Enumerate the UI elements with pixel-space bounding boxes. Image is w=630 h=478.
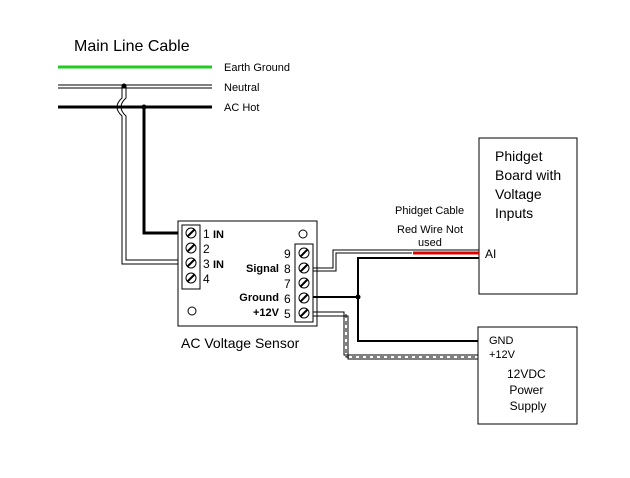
phidget-line-2: Board with [495,167,561,183]
right-pin-7-number: 7 [284,277,291,291]
left-pin-3-number: 3 [203,257,210,271]
in-label-top: IN [213,229,224,241]
right-pin-6-screw-slot [299,293,309,303]
right-pin-5-number: 5 [284,307,291,321]
right-pin-9-number: 9 [284,247,291,261]
supply-line-3: Supply [510,399,547,413]
supply-line-1: 12VDC [507,367,546,381]
phidget-board [478,137,578,295]
right-pin-8-screw-slot [299,263,309,273]
right-pin-8-number: 8 [284,262,291,276]
ac-hot-label: AC Hot [224,102,259,114]
supply-gnd-label: GND [489,335,514,347]
left-pin-4-screw-slot [186,273,196,283]
plus12v-label: +12V [253,307,280,319]
signal-label: Signal [246,263,279,275]
right-pin-6-number: 6 [284,292,291,306]
left-pin-4-number: 4 [203,272,210,286]
phidget-cable-label: Phidget Cable [395,205,464,217]
supply-plus12v-label: +12V [489,349,516,361]
phidget-board-text: Phidget Board with Voltage Inputs [495,148,565,221]
plus12v-wire-stripe [345,314,479,358]
power-supply-text: 12VDC Power Supply [507,367,549,413]
ground-wire-to-phidget [313,257,479,298]
earth-ground-label: Earth Ground [224,62,290,74]
left-pin-3-screw-slot [186,258,196,268]
sensor-name: AC Voltage Sensor [181,335,300,351]
in-label-bottom: IN [213,259,224,271]
right-screws [298,247,310,319]
left-screws [185,227,197,284]
signal-wire-b [313,252,412,272]
ground-label: Ground [239,292,279,304]
phidget-line-1: Phidget [495,148,543,164]
ground-wire-to-supply [357,297,479,342]
power-supply-box [477,326,578,425]
plus12v-wire-b [313,315,479,360]
right-pin-7-screw-slot [299,278,309,288]
left-pin-2-number: 2 [203,242,210,256]
sensor-box [177,220,318,327]
red-wire-note-line-2: used [418,237,442,249]
left-pin-1-screw-slot [186,228,196,238]
sensor-mount-hole-left [187,306,197,316]
red-wire-note-line-1: Red Wire Not [397,224,463,236]
phidget-line-3: Voltage [495,186,542,202]
left-pin-1-number: 1 [203,227,210,241]
neutral-label: Neutral [224,82,259,94]
left-terminal-block [181,224,201,290]
neutral-drop-wire-a [116,86,187,265]
signal-wire-a [313,249,479,269]
plus12v-wire-a [313,311,479,356]
diagram-title: Main Line Cable [74,38,190,55]
neutral-junction-dot [121,83,127,89]
left-pin-2-screw-slot [186,243,196,253]
sensor-mount-hole-right [298,229,308,239]
supply-line-2: Power [509,383,543,397]
right-pin-9-screw-slot [299,248,309,258]
hot-drop-wire [142,107,187,235]
phidget-line-4: Inputs [495,205,533,221]
right-pin-5-screw-slot [299,308,309,318]
ai-label: AI [485,247,496,261]
neutral-drop-wire-b [120,86,187,261]
